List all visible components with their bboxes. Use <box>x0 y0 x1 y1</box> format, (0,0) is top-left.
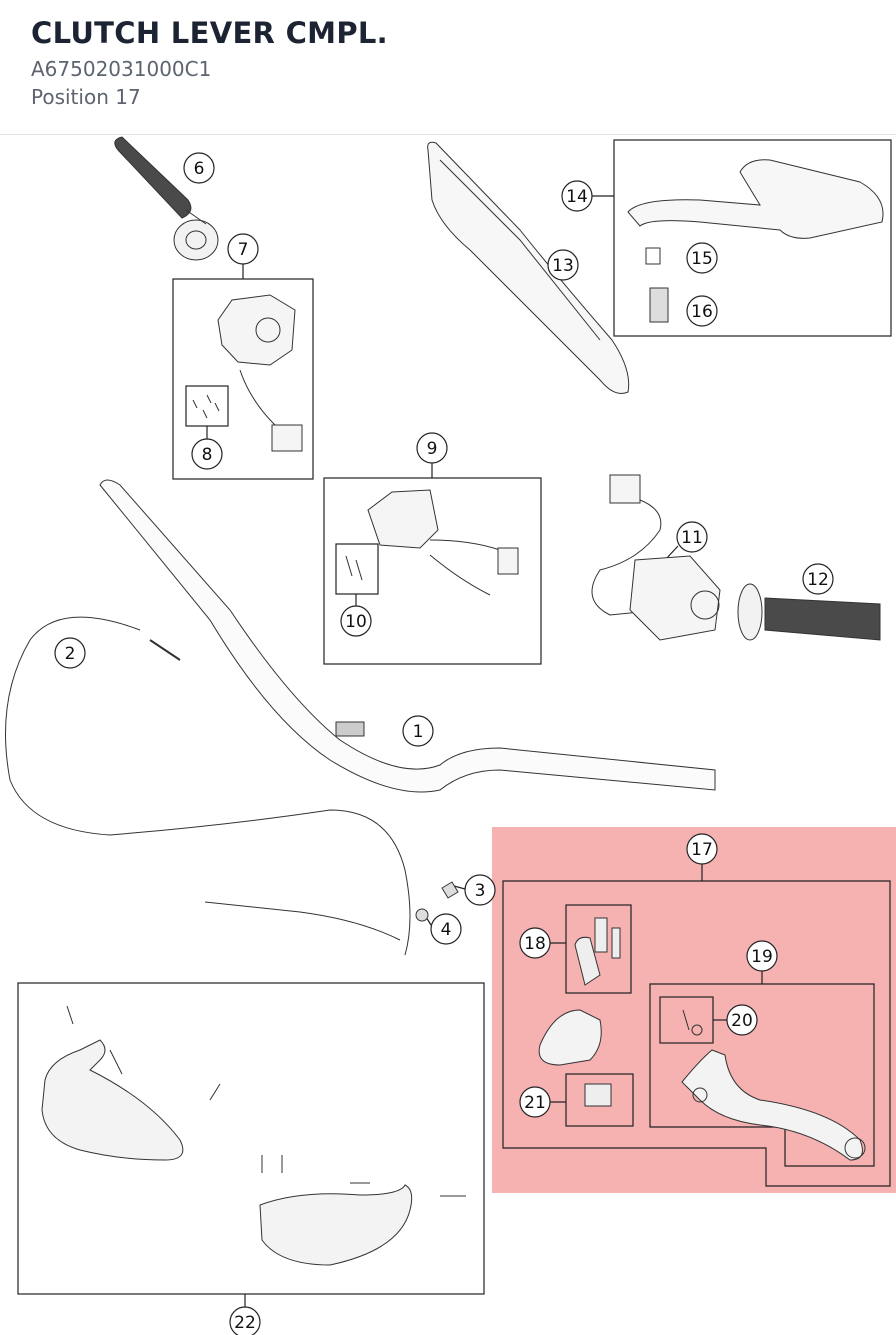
callout-label: 18 <box>524 934 546 954</box>
callout-circle[interactable] <box>561 180 593 212</box>
hand-guards-illustration <box>41 1005 466 1266</box>
callout-circle[interactable] <box>183 152 215 184</box>
page-title: CLUTCH LEVER CMPL. <box>31 16 388 50</box>
page-header: CLUTCH LEVER CMPL. A67502031000C1 Positi… <box>0 0 896 135</box>
group-box-17 <box>502 880 891 1187</box>
callout-circle[interactable] <box>676 521 708 553</box>
callout-label: 4 <box>441 920 452 940</box>
callout-label: 13 <box>552 256 574 276</box>
callout-4[interactable]: 4 <box>430 913 462 945</box>
callout-label: 6 <box>194 159 205 179</box>
callout-20[interactable]: 20 <box>726 1004 758 1036</box>
callout-1[interactable]: 1 <box>402 715 434 747</box>
clutch-cable-illustration <box>5 616 411 956</box>
group-box-8 <box>185 385 229 427</box>
callout-21[interactable]: 21 <box>519 1086 551 1118</box>
hand-guard-cover-illustration <box>427 141 630 394</box>
group-box-18 <box>565 904 632 994</box>
callout-label: 7 <box>238 240 249 260</box>
callout-circle[interactable] <box>227 233 259 265</box>
callout-label: 10 <box>345 612 367 632</box>
left-switch-illustration <box>192 294 303 452</box>
callout-label: 12 <box>807 570 829 590</box>
callout-circle[interactable] <box>430 913 462 945</box>
clutch-lever-assembly-illustration <box>538 917 866 1161</box>
callout-15[interactable]: 15 <box>686 242 718 274</box>
left-grip-illustration <box>114 136 219 261</box>
callout-circle[interactable] <box>547 249 579 281</box>
callout-14[interactable]: 14 <box>561 180 593 212</box>
group-box-22 <box>17 982 485 1295</box>
small-hardware-illustration <box>415 881 459 922</box>
callout-circle[interactable] <box>686 295 718 327</box>
callout-18[interactable]: 18 <box>519 927 551 959</box>
callout-circle[interactable] <box>726 1004 758 1036</box>
callout-16[interactable]: 16 <box>686 295 718 327</box>
callout-8[interactable]: 8 <box>191 438 223 470</box>
callout-17[interactable]: 17 <box>686 833 718 865</box>
right-switch-illustration <box>345 489 519 596</box>
callout-circle[interactable] <box>746 940 778 972</box>
callout-circle[interactable] <box>340 605 372 637</box>
callout-11[interactable]: 11 <box>676 521 708 553</box>
brake-lever-illustration <box>627 159 884 323</box>
callout-22[interactable]: 22 <box>229 1306 261 1335</box>
callout-label: 2 <box>65 644 76 664</box>
callout-label: 15 <box>691 249 713 269</box>
callout-label: 19 <box>751 947 773 967</box>
callout-circle[interactable] <box>402 715 434 747</box>
callout-label: 16 <box>691 302 713 322</box>
callout-circle[interactable] <box>191 438 223 470</box>
throttle-housing-illustration <box>591 474 721 641</box>
callout-7[interactable]: 7 <box>227 233 259 265</box>
callout-3[interactable]: 3 <box>464 874 496 906</box>
group-box-10 <box>335 543 379 595</box>
callout-10[interactable]: 10 <box>340 605 372 637</box>
callout-label: 3 <box>475 881 486 901</box>
callout-circle[interactable] <box>464 874 496 906</box>
callout-9[interactable]: 9 <box>416 432 448 464</box>
callout-label: 20 <box>731 1011 753 1031</box>
callout-label: 21 <box>524 1093 546 1113</box>
right-grip-illustration <box>737 583 881 641</box>
callout-label: 11 <box>681 528 703 548</box>
callout-6[interactable]: 6 <box>183 152 215 184</box>
group-box-19 <box>649 983 875 1167</box>
callout-label: 8 <box>202 445 213 465</box>
callout-circle[interactable] <box>686 833 718 865</box>
callout-circle[interactable] <box>519 1086 551 1118</box>
callout-label: 9 <box>427 439 438 459</box>
callout-13[interactable]: 13 <box>547 249 579 281</box>
callout-circle[interactable] <box>519 927 551 959</box>
part-number: A67502031000C1 <box>31 57 212 81</box>
group-box-14 <box>613 139 892 337</box>
callout-circle[interactable] <box>54 637 86 669</box>
callout-label: 1 <box>413 722 424 742</box>
group-box-21 <box>565 1073 634 1127</box>
callout-circle[interactable] <box>416 432 448 464</box>
handlebar-illustration <box>99 479 716 793</box>
callout-circle[interactable] <box>686 242 718 274</box>
callout-label: 17 <box>691 840 713 860</box>
callout-label: 14 <box>566 187 588 207</box>
callout-19[interactable]: 19 <box>746 940 778 972</box>
callout-label: 22 <box>234 1313 256 1333</box>
callout-circle[interactable] <box>802 563 834 595</box>
position-label: Position 17 <box>31 85 141 109</box>
callout-12[interactable]: 12 <box>802 563 834 595</box>
callout-circle[interactable] <box>229 1306 261 1335</box>
callout-2[interactable]: 2 <box>54 637 86 669</box>
